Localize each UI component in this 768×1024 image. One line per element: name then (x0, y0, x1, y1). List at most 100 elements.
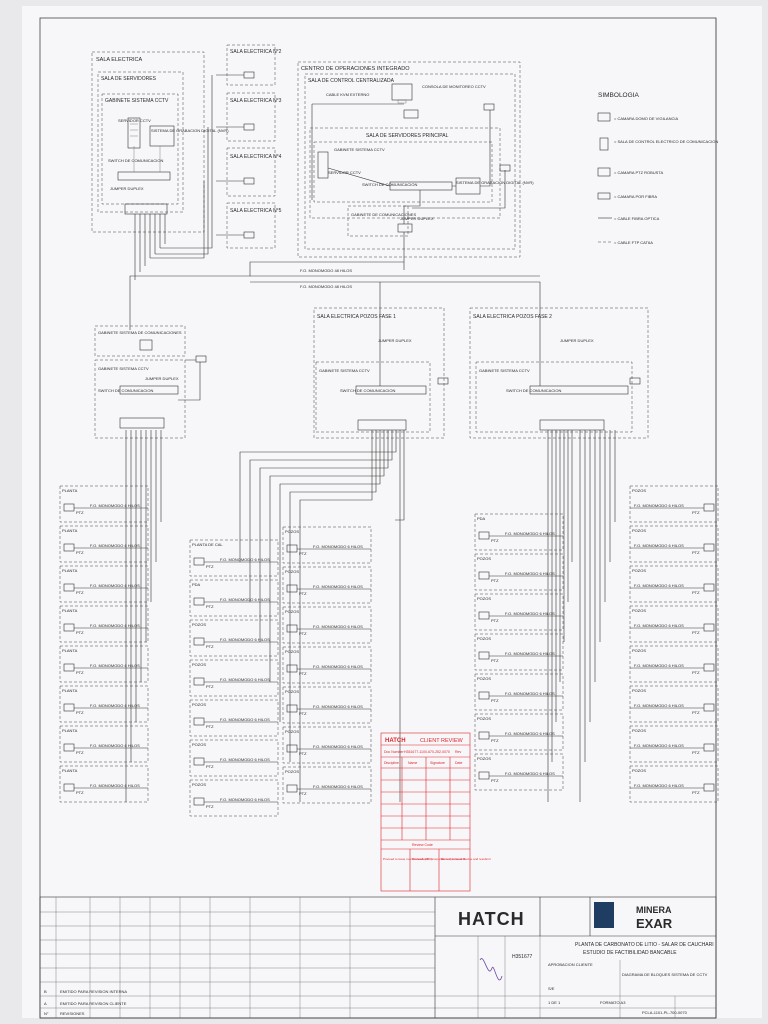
field-site-label: POZOS (192, 662, 206, 667)
scale-value: S/E (548, 986, 555, 991)
stamp-col: Signature (430, 761, 445, 765)
field-site-label: POZOS (285, 569, 299, 574)
fiber-label: F.O. MONOMODO 6 HILOS (313, 624, 363, 629)
field-site-label: POZOS (192, 782, 206, 787)
ptz-label: PTZ (692, 710, 700, 715)
legend: SIMBOLOGIA = CAMARA DOMO DE VIGILANCIA =… (597, 92, 718, 245)
project-number: H351677 (512, 954, 533, 960)
ptz-label: PTZ (206, 804, 214, 809)
control-room-label: SALA DE CONTROL CENTRALIZADA (308, 78, 395, 84)
ptz-label: PTZ (206, 644, 214, 649)
fiber-label: F.O. MONOMODO 6 HILOS (634, 543, 684, 548)
phase1-block: SALA ELECTRICA POZOS FASE 1 JUMPER DUPLE… (313, 307, 449, 439)
ptz-camera-icon (63, 543, 75, 552)
phase2-cabinet-label: GABINETE SISTEMA CCTV (479, 368, 530, 373)
field-site-label: POZOS (285, 689, 299, 694)
ptz-label: PTZ (491, 738, 499, 743)
ptz-label: PTZ (692, 590, 700, 595)
ops-cabinet-label: GABINETE SISTEMA CCTV (334, 147, 385, 152)
operations-center-block: CENTRO DE OPERACIONES INTEGRADO SALA DE … (297, 61, 534, 258)
ptz-camera-icon (193, 557, 205, 566)
fiber-label: F.O. MONOMODO 6 HILOS (90, 503, 140, 508)
fiber-label: F.O. MONOMODO 6 HILOS (220, 597, 270, 602)
field-site-box (474, 753, 564, 791)
console-label: CONSOLA DE MONITOREO CCTV (422, 84, 486, 89)
ptz-camera-icon (478, 571, 490, 580)
ptz-camera-icon (703, 743, 715, 752)
ptz-camera-icon (597, 167, 611, 177)
field-site-label: POZOS (477, 636, 491, 641)
field-site-label: POZOS (632, 568, 646, 573)
field-site-label: POZOS (285, 769, 299, 774)
project-line-2: ESTUDIO DE FACTIBILIDAD BANCABLE (583, 950, 677, 956)
field-site-box (282, 526, 372, 564)
legend-item: = SALA DE CONTROL ELECTRICO DE COMUNICAC… (614, 139, 718, 144)
rev-cell: N° (44, 1011, 49, 1016)
fiber-label: F.O. MONOMODO 6 HILOS (220, 757, 270, 762)
ptz-label: PTZ (76, 710, 84, 715)
client-logo-bottom: EXAR (636, 916, 673, 931)
backbone-fiber-label-1: F.O. MONOMODO 48 HILOS (300, 268, 352, 273)
fiber-label: F.O. MONOMODO 6 HILOS (220, 717, 270, 722)
ptz-label: PTZ (76, 670, 84, 675)
fiber-label: F.O. MONOMODO 6 HILOS (90, 543, 140, 548)
fiber-label: F.O. MONOMODO 6 HILOS (634, 583, 684, 588)
fiber-label: F.O. MONOMODO 6 HILOS (313, 584, 363, 589)
electrical-room-2-label: SALA ELECTRICA N°2 (230, 49, 282, 55)
phase1-jumper-label: JUMPER DUPLEX (378, 338, 412, 343)
ptz-camera-icon (286, 704, 298, 713)
field-site-box (474, 633, 564, 671)
switch-icon (355, 385, 427, 395)
field-site-label: POZOS (477, 716, 491, 721)
ptz-camera-icon (63, 583, 75, 592)
title-block: HATCH MINERA EXAR PLANTA DE CARBONATO DE… (39, 896, 717, 1019)
ptz-camera-icon (478, 611, 490, 620)
ptz-camera-icon (63, 503, 75, 512)
ptz-label: PTZ (76, 510, 84, 515)
field-site-box (629, 525, 719, 563)
fiber-label: F.O. MONOMODO 6 HILOS (634, 623, 684, 628)
field-site-label: POZOS (285, 729, 299, 734)
field-site-label: PLANTA (62, 608, 78, 613)
field-site-label: POZOS (632, 608, 646, 613)
backbone-fiber-label-2: F.O. MONOMODO 48 HILOS (300, 284, 352, 289)
ptz-label: PTZ (76, 590, 84, 595)
fiber-camera-icon (597, 192, 611, 200)
field-site-box (629, 485, 719, 523)
phase1-title: SALA ELECTRICA POZOS FASE 1 (317, 314, 396, 320)
server-room-cabinet-label: GABINETE SISTEMA CCTV (105, 98, 169, 104)
fiber-label: F.O. MONOMODO 6 HILOS (220, 557, 270, 562)
fiber-label: F.O. MONOMODO 6 HILOS (90, 783, 140, 788)
field-site-box (189, 739, 279, 777)
ptz-label: PTZ (206, 684, 214, 689)
electrical-room-3-label: SALA ELECTRICA N°3 (230, 98, 282, 104)
field-site-label: POZOS (477, 596, 491, 601)
ptz-camera-icon (478, 691, 490, 700)
ptz-label: PTZ (491, 618, 499, 623)
ptz-camera-icon (703, 783, 715, 792)
field-site-label: PDA (192, 582, 201, 587)
stamp-rev-label: Rev (455, 750, 461, 754)
fiber-label: F.O. MONOMODO 6 HILOS (313, 784, 363, 789)
ptz-label: PTZ (491, 778, 499, 783)
field-site-box (474, 513, 564, 551)
field-site-label: POZOS (632, 648, 646, 653)
field-site-box (59, 685, 149, 723)
stamp-col: Date (455, 761, 462, 765)
fiber-label: F.O. MONOMODO 6 HILOS (634, 783, 684, 788)
switch-icon (119, 385, 179, 395)
ptz-label: PTZ (76, 750, 84, 755)
fiber-label: F.O. MONOMODO 6 HILOS (634, 703, 684, 708)
ptz-label: PTZ (206, 564, 214, 569)
fiber-label: F.O. MONOMODO 6 HILOS (505, 691, 555, 696)
kvm-cable-label: CABLE KVM EXTERNO (326, 92, 369, 97)
main-server-room-label: SALA DE SERVIDORES PRINCIPAL (366, 133, 449, 139)
ops-nvr-label: SISTEMA DE GRABACION DIGITAL (NVR) (456, 180, 534, 185)
legend-item: = CAMARA PTZ ROBUSTA (614, 170, 663, 175)
field-site-box (189, 779, 279, 817)
rev-desc: REVISIONES (60, 1011, 85, 1016)
ptz-label: PTZ (692, 510, 700, 515)
ptz-camera-icon (703, 543, 715, 552)
ptz-camera-icon (286, 624, 298, 633)
